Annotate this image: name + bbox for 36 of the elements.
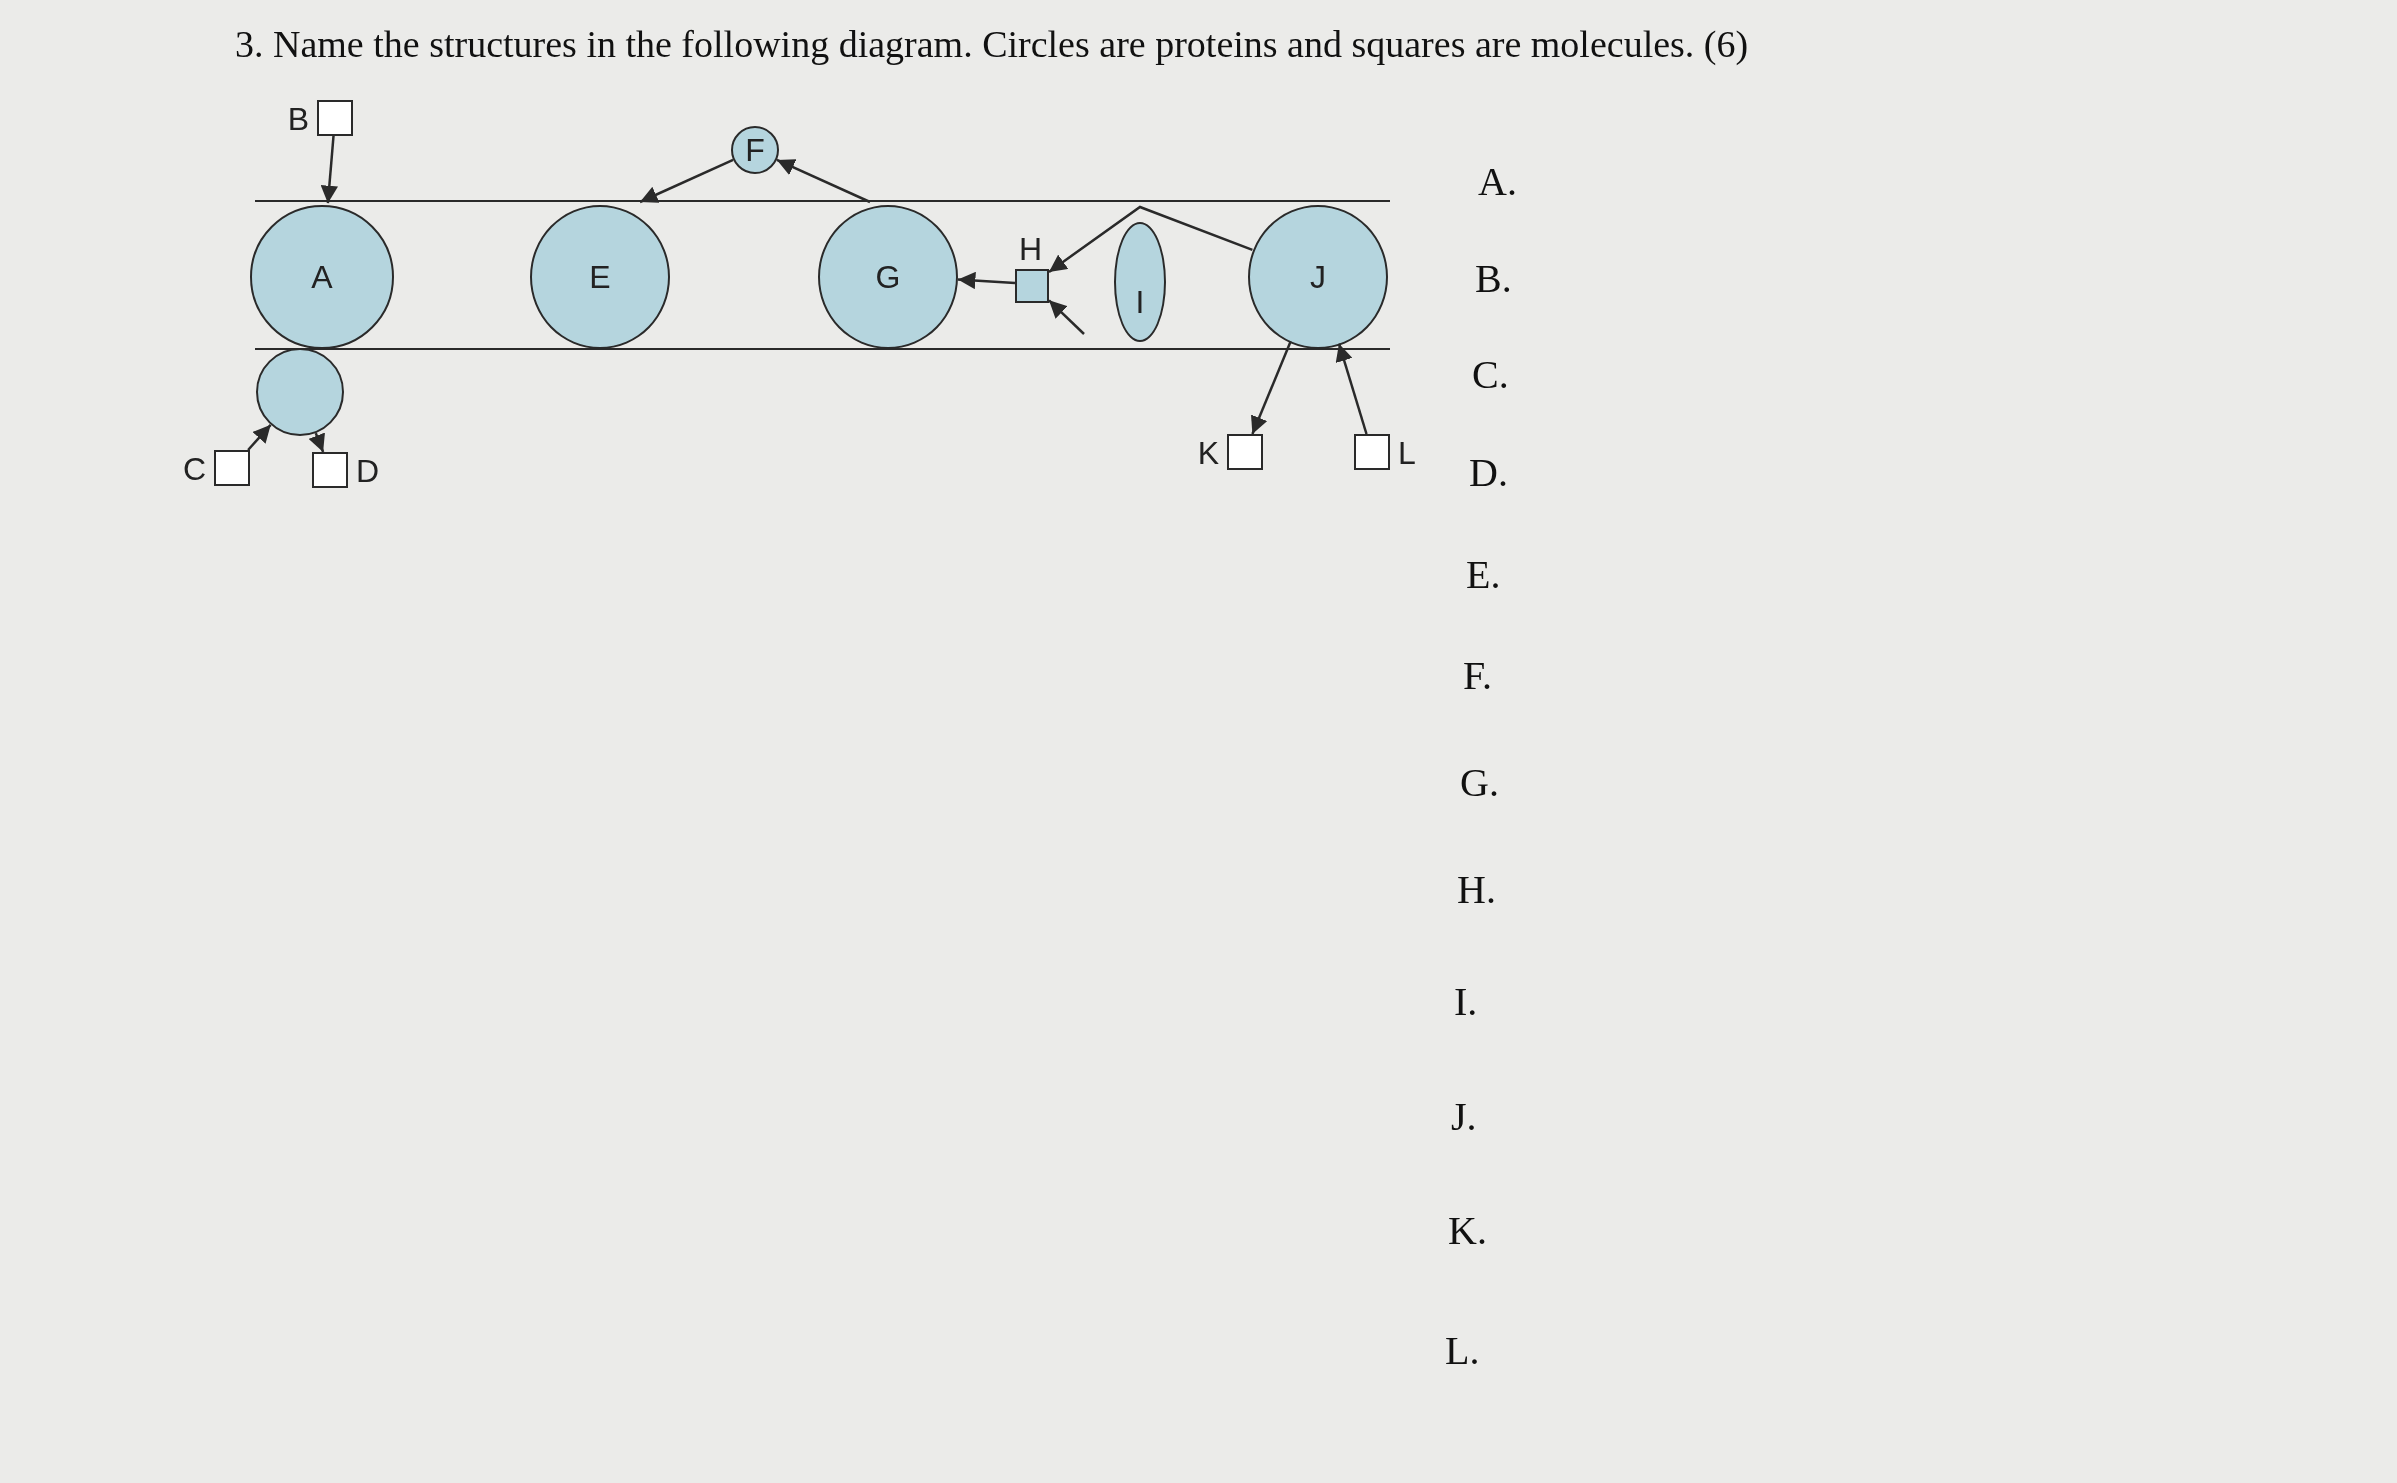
arrow: [247, 423, 272, 451]
letter-label: D: [356, 455, 380, 487]
arrow: [957, 271, 1016, 290]
protein-ellipse: E: [530, 205, 670, 349]
protein-circle: [256, 348, 344, 436]
arrow: [308, 432, 325, 453]
arrow: [776, 158, 871, 204]
protein-circle: F: [731, 126, 779, 174]
arrow: [1335, 343, 1368, 435]
letter-label: L: [1398, 437, 1416, 469]
answer-label: E.: [1466, 551, 1501, 598]
answer-label: B.: [1475, 255, 1512, 302]
question-text: 3. Name the structures in the following diagram. Circles are proteins and squares are molecules. (6): [235, 22, 1749, 66]
arrow: [1251, 340, 1292, 435]
answer-label: I.: [1454, 978, 1478, 1025]
arrow: [1048, 299, 1085, 335]
letter-label: H: [1019, 233, 1043, 265]
answer-label: F.: [1463, 652, 1493, 699]
answer-label: A.: [1478, 158, 1517, 205]
answer-label: H.: [1457, 866, 1496, 913]
answer-label: L.: [1445, 1327, 1480, 1374]
answer-label: G.: [1460, 759, 1499, 806]
letter-label: B: [287, 103, 309, 135]
answer-label: J.: [1451, 1093, 1477, 1140]
answer-label: C.: [1472, 351, 1509, 398]
protein-circle: A: [250, 205, 394, 349]
protein-ellipse: J: [1248, 205, 1388, 349]
letter-label: K: [1197, 437, 1219, 469]
letter-label: C: [182, 453, 206, 485]
answer-label: D.: [1469, 449, 1508, 496]
arrow: [639, 158, 734, 204]
answer-label: K.: [1448, 1207, 1487, 1254]
protein-ellipse: G: [818, 205, 958, 349]
protein-ellipse: I: [1114, 222, 1166, 342]
arrow: [1048, 205, 1253, 273]
arrow: [320, 135, 339, 204]
